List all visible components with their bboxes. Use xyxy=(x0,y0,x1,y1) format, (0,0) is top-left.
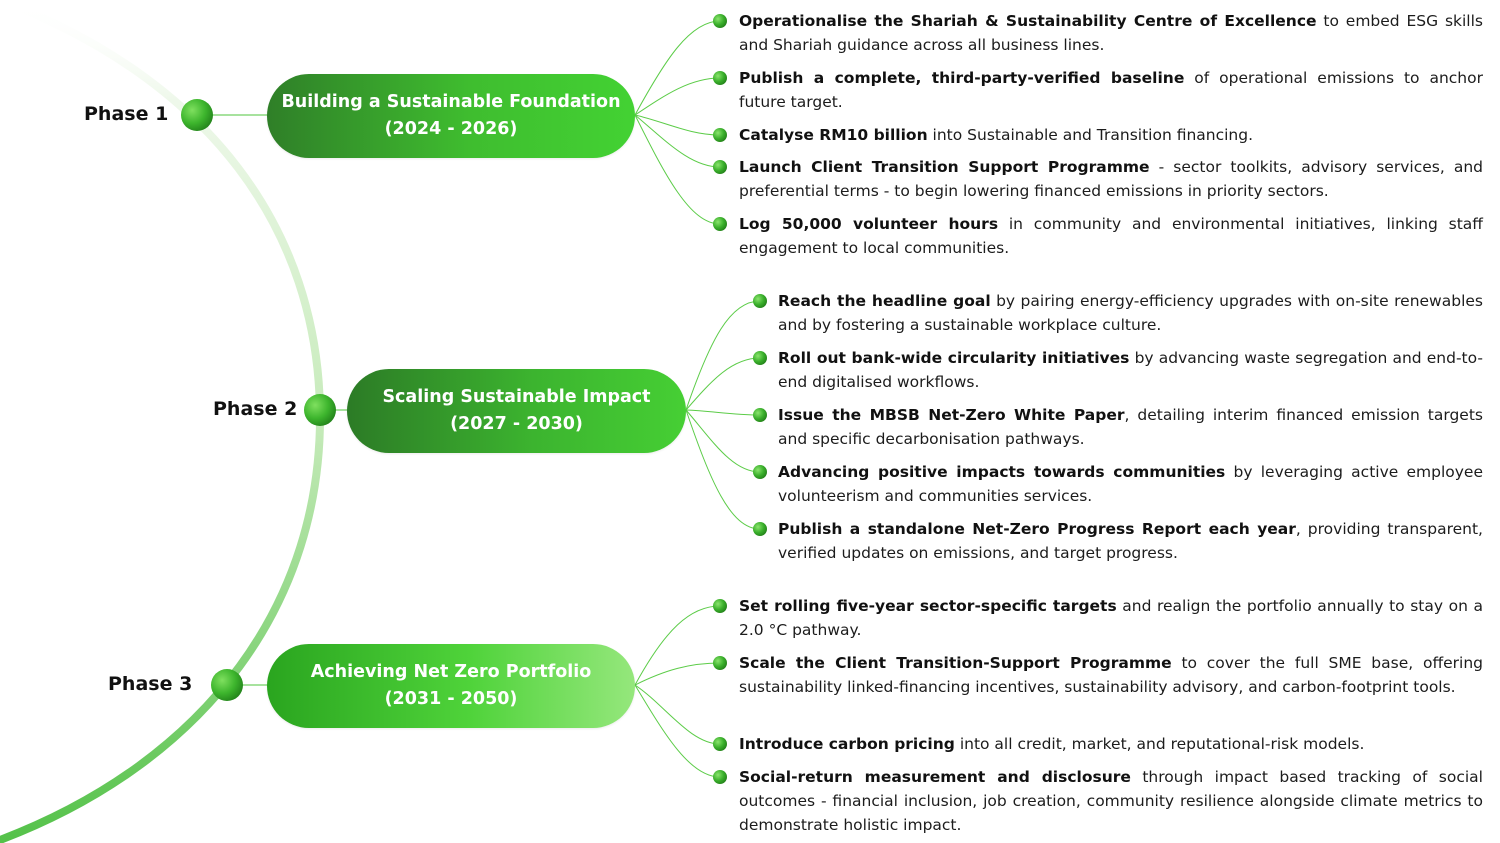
item-text: into all credit, market, and reputationa… xyxy=(954,735,1365,753)
phase-2-bullets xyxy=(753,294,767,536)
item-text: in community and environmental initiativ… xyxy=(739,215,1483,257)
bullet-dot xyxy=(753,408,767,422)
item-text: to cover the full SME base, offering sus… xyxy=(739,654,1483,696)
phase-3-item: Set rolling five-year sector-specific ta… xyxy=(739,594,1483,642)
phase-2-item: Reach the headline goal by pairing energ… xyxy=(778,289,1483,337)
bullet-dot xyxy=(713,737,727,751)
bullet-dot xyxy=(713,770,727,784)
phase-3-bullets xyxy=(713,599,727,784)
phase-1-item: Operationalise the Shariah & Sustainabil… xyxy=(739,9,1483,57)
item-text: by advancing waste segregation and end-t… xyxy=(778,349,1483,391)
phase-3-period: (2031 - 2050) xyxy=(384,689,518,709)
item-text: through impact based tracking of social … xyxy=(739,768,1483,834)
phase-2-dot xyxy=(304,394,336,426)
item-highlight: Introduce carbon pricing xyxy=(739,735,955,753)
item-highlight: Catalyse RM10 billion xyxy=(739,126,928,144)
phase-1-title: Building a Sustainable Foundation xyxy=(281,92,621,112)
phase-2-pill: Scaling Sustainable Impact (2027 - 2030) xyxy=(347,369,686,453)
phase-3-dot xyxy=(211,669,243,701)
item-highlight: Advancing positive impacts towards commu… xyxy=(778,463,1226,481)
phase-1-item: Catalyse RM10 billion into Sustainable a… xyxy=(739,123,1483,147)
phase-1-dot xyxy=(181,99,213,131)
phase-3-pill: Achieving Net Zero Portfolio (2031 - 205… xyxy=(267,644,635,728)
item-highlight: Log 50,000 volunteer hours xyxy=(739,215,999,233)
phase-2-branches xyxy=(685,300,761,530)
phase-2-period: (2027 - 2030) xyxy=(450,414,583,434)
item-highlight: Publish a complete, third-party-verified… xyxy=(739,69,1185,87)
item-text: to embed ESG skills and Shariah guidance… xyxy=(739,12,1483,54)
item-text: by leveraging active employee volunteeri… xyxy=(778,463,1484,505)
bullet-dot xyxy=(713,217,727,231)
item-text: - sector toolkits, advisory services, an… xyxy=(739,158,1483,200)
phase-1-period: (2024 - 2026) xyxy=(384,119,518,139)
phase-1-bullets xyxy=(713,14,727,231)
item-highlight: Launch Client Transition Support Program… xyxy=(739,158,1150,176)
bullet-dot xyxy=(713,71,727,85)
item-highlight: Roll out bank-wide circularity initiativ… xyxy=(778,349,1130,367)
bullet-dot xyxy=(753,351,767,365)
phase-2-item: Roll out bank-wide circularity initiativ… xyxy=(778,346,1483,394)
phase-3-item: Introduce carbon pricing into all credit… xyxy=(739,732,1483,756)
item-text: into Sustainable and Transition financin… xyxy=(927,126,1254,144)
phase-2-item: Advancing positive impacts towards commu… xyxy=(778,460,1483,508)
phase-3-branches xyxy=(634,605,721,778)
bullet-dot xyxy=(713,160,727,174)
item-text: of operational emissions to anchor futur… xyxy=(739,69,1483,111)
item-text: , detailing interim financed emission ta… xyxy=(778,406,1483,448)
item-highlight: Social-return measurement and disclosure xyxy=(739,768,1131,786)
phase-2-label: Phase 2 xyxy=(213,398,298,420)
bullet-dot xyxy=(713,14,727,28)
phase-1-item: Log 50,000 volunteer hours in community … xyxy=(739,212,1483,260)
bullet-dot xyxy=(753,465,767,479)
phase-1-item: Launch Client Transition Support Program… xyxy=(739,155,1483,203)
item-highlight: Set rolling five-year sector-specific ta… xyxy=(739,597,1117,615)
phase-2-item: Issue the MBSB Net-Zero White Paper, det… xyxy=(778,403,1483,451)
item-highlight: Reach the headline goal xyxy=(778,292,991,310)
item-text: and realign the portfolio annually to st… xyxy=(739,597,1483,639)
bullet-dot xyxy=(753,294,767,308)
item-highlight: Scale the Client Transition-Support Prog… xyxy=(739,654,1172,672)
item-highlight: Operationalise the Shariah & Sustainabil… xyxy=(739,12,1317,30)
phase-1-pill: Building a Sustainable Foundation (2024 … xyxy=(267,74,635,158)
bullet-dot xyxy=(713,656,727,670)
bullet-dot xyxy=(753,522,767,536)
phase-3-item: Social-return measurement and disclosure… xyxy=(739,765,1483,837)
item-highlight: Issue the MBSB Net-Zero White Paper xyxy=(778,406,1125,424)
phase-1-item: Publish a complete, third-party-verified… xyxy=(739,66,1483,114)
item-text: by pairing energy-efficiency upgrades wi… xyxy=(778,292,1483,334)
item-text: , providing transparent, verified update… xyxy=(778,520,1483,562)
phase-3-item: Scale the Client Transition-Support Prog… xyxy=(739,651,1483,699)
phase-2-item: Publish a standalone Net-Zero Progress R… xyxy=(778,517,1483,565)
phase-1-branches xyxy=(634,20,721,225)
phase-3-title: Achieving Net Zero Portfolio xyxy=(310,662,592,682)
bullet-dot xyxy=(713,128,727,142)
item-highlight: Publish a standalone Net-Zero Progress R… xyxy=(778,520,1296,538)
bullet-dot xyxy=(713,599,727,613)
phase-2-title: Scaling Sustainable Impact xyxy=(382,387,651,407)
phase-3-label: Phase 3 xyxy=(108,673,193,695)
phase-1-label: Phase 1 xyxy=(84,103,169,125)
